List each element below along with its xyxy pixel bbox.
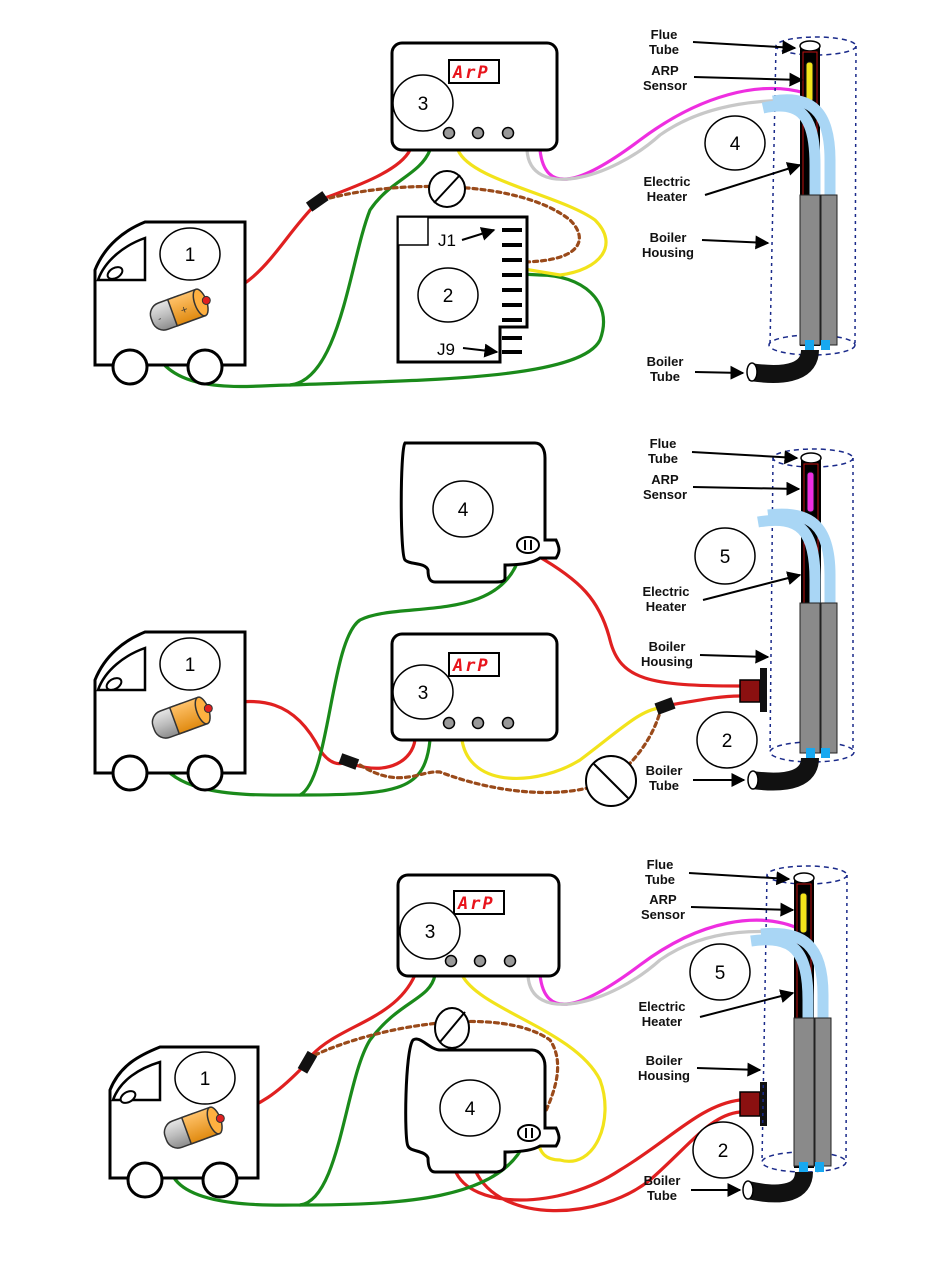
arp-sensor [806,62,813,102]
button[interactable] [503,128,514,139]
vehicle-1: 1 [95,632,245,790]
positive-wire [355,740,415,768]
module-number: 4 [465,1099,476,1120]
display-readout: ArP [452,63,490,83]
inline-connector [654,697,675,714]
boiler-number: 5 [720,547,731,568]
panel-2: 1 4 ArP 3 [95,436,854,806]
boiler-tube [750,350,810,374]
button[interactable] [444,718,455,729]
display-readout: ArP [452,656,490,676]
inline-connector [338,753,359,769]
panel-1: 1 + - ArP 3 [95,27,856,386]
arp-sensor [800,893,807,933]
vehicle-number: 1 [185,655,196,676]
vehicle-1: 1 [110,1047,258,1197]
panel-3: 1 ArP 3 4 [110,857,847,1211]
fuse-icon [435,1008,469,1048]
plug-2: 2 [693,1082,767,1178]
plug-2: 2 [697,668,767,768]
button[interactable] [505,956,516,967]
button[interactable] [446,956,457,967]
button[interactable] [473,128,484,139]
controller-number: 3 [425,922,436,943]
positive-wire [312,975,415,1055]
controller-number: 3 [418,94,429,115]
plug-socket [518,1125,540,1141]
boiler-number: 4 [730,134,741,155]
ignition-module-4: 4 [401,443,559,582]
button[interactable] [475,956,486,967]
controller-3: ArP 3 [392,43,557,150]
plug-number: 2 [722,731,733,752]
jumper-label-j1: J1 [438,231,456,250]
jumper-label-j9: J9 [437,340,455,359]
fuse-icon [586,756,636,806]
button[interactable] [473,718,484,729]
board-number: 2 [443,286,454,307]
controller-3: ArP 3 [392,634,557,740]
vehicle-1: 1 + - [95,222,245,384]
boiler-number: 5 [715,963,726,984]
inline-connector [306,191,329,211]
button[interactable] [503,718,514,729]
module-number: 4 [458,500,469,521]
plug-number: 2 [718,1141,729,1162]
fuse-icon [429,171,465,207]
display-readout: ArP [457,894,495,914]
plug-socket [517,537,539,553]
positive-wire [670,696,740,705]
vehicle-number: 1 [185,245,196,266]
vehicle-number: 1 [200,1069,211,1090]
ignition-module-4: 4 [406,1039,559,1172]
circuit-board-2: 2 J1 J9 [398,217,527,362]
arp-sensor [807,472,814,512]
controller-number: 3 [418,683,429,704]
button[interactable] [444,128,455,139]
controller-3: ArP 3 [398,875,559,976]
